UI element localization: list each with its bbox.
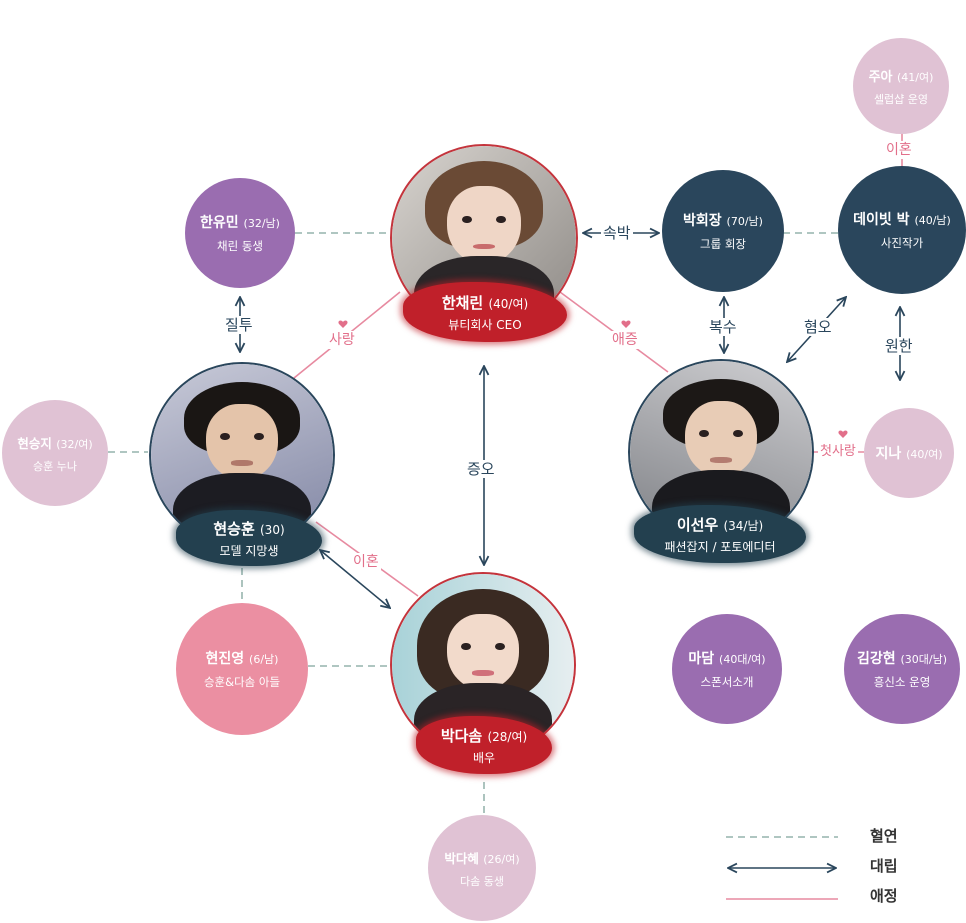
legend-label-conflict: 대립 [870,857,898,875]
legend-label-affection: 애정 [870,887,898,905]
heart-icon-aejeung [621,320,631,328]
conflict-arrow-seunghun-dasom [320,550,390,608]
splash-han-chaerin: 한채린 (40/여) 뷰티회사 CEO [403,282,567,342]
splash-hyun-seunghun: 현승훈 (30) 모델 지망생 [176,510,322,566]
node-park-chairman[interactable]: 박회장 (70/남) 그룹 회장 [662,170,784,292]
legend-item-blood: 혈연 [724,822,924,852]
splash-park-dasom: 박다솜 (28/여) 배우 [416,716,552,774]
legend-item-conflict: 대립 [724,852,924,882]
node-kim-ganghyun[interactable]: 김강현 (30대/남) 흥신소 운영 [844,614,960,724]
relation-label-ihon-david-jua: 이혼 [884,141,914,159]
node-jua[interactable]: 주아 (41/여) 셀럽샵 운영 [853,38,949,134]
relation-label-sokbak: 속박 [601,224,633,242]
portrait-park-dasom [392,574,574,756]
legend: 혈연 대립 애정 [724,822,924,912]
relation-label-bogsu: 복수 [707,318,739,336]
node-jina[interactable]: 지나 (40/여) [864,408,954,498]
relation-label-jiltu: 질투 [223,316,255,334]
legend-label-blood: 혈연 [870,827,898,845]
legend-item-affection: 애정 [724,882,924,912]
node-park-dahye[interactable]: 박다혜 (26/여) 다솜 동생 [428,815,536,921]
relation-label-ihon-seunghun-dasom: 이혼 [351,553,381,571]
node-madam[interactable]: 마담 (40대/여) 스폰서소개 [672,614,782,724]
heart-icon-sarang [338,320,348,328]
relation-label-wonhan: 원한 [883,337,915,355]
node-han-yumin[interactable]: 한유민 (32/남) 채린 동생 [185,178,295,288]
node-hyun-jinyoung[interactable]: 현진영 (6/남) 승훈&다솜 아들 [176,603,308,735]
relation-label-hyeomo: 혐오 [802,318,834,336]
relation-label-jeungo: 증오 [465,460,497,478]
relation-label-sarang: 사랑 [327,331,357,349]
splash-lee-sunwoo: 이선우 (34/남) 패션잡지 / 포토에디터 [634,505,806,563]
node-park-dasom[interactable] [390,572,576,758]
relation-label-cheotsarang: 첫사랑 [818,443,858,461]
node-david-park[interactable]: 데이빗 박 (40/남) 사진작가 [838,166,966,294]
relation-label-aejeung: 애증 [610,331,640,349]
node-hyun-seungji[interactable]: 현승지 (32/여) 승훈 누나 [2,400,108,506]
heart-icon-cheotsarang [838,430,848,438]
